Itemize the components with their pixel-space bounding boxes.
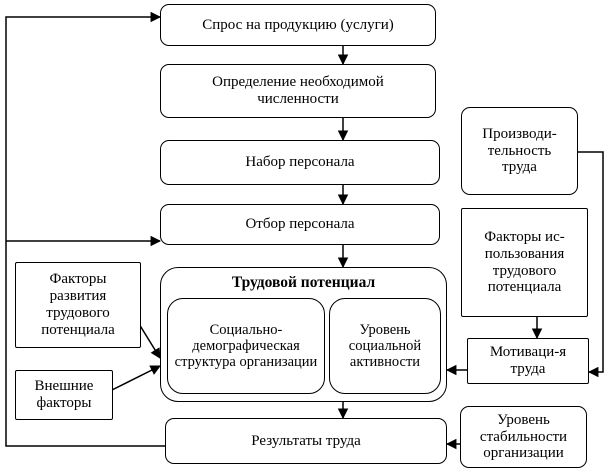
results-box: Результаты труда xyxy=(165,418,447,464)
development-factors-box: Факторы развития трудового потенциала xyxy=(15,262,141,348)
development-factors-label: Факторы развития трудового потенциала xyxy=(41,271,115,338)
selection-box: Отбор персонала xyxy=(160,204,440,245)
demand-label: Спрос на продукцию (услуги) xyxy=(202,16,394,33)
motivation-label: Мотиваци-я труда xyxy=(489,344,567,377)
selection-label: Отбор персонала xyxy=(245,216,355,233)
loop-productivity-to-motivation xyxy=(578,151,604,378)
headcount-box: Определение необходимой численности xyxy=(160,64,436,118)
social-activity-box: Уровень социальной активности xyxy=(329,298,441,394)
motivation-box: Мотиваци-я труда xyxy=(467,338,589,384)
external-factors-label: Внешние факторы xyxy=(34,378,94,411)
socio-demographic-box: Социально-демографическая структура орга… xyxy=(167,298,325,394)
stability-label: Уровень стабильности организации xyxy=(479,411,568,462)
loop-results-to-demand xyxy=(5,11,165,447)
recruiting-box: Набор персонала xyxy=(160,140,440,185)
productivity-label: Производи-тельность труда xyxy=(482,125,557,176)
results-label: Результаты труда xyxy=(251,432,361,449)
external-factors-box: Внешние факторы xyxy=(15,370,113,420)
usage-factors-label: Факторы ис-пользования трудового потенци… xyxy=(484,228,565,296)
demand-box: Спрос на продукцию (услуги) xyxy=(160,4,436,46)
recruiting-label: Набор персонала xyxy=(245,154,355,171)
headcount-label: Определение необходимой численности xyxy=(212,74,384,107)
social-activity-label: Уровень социальной активности xyxy=(348,321,422,371)
arrow-external-factors xyxy=(111,365,161,391)
socio-demographic-label: Социально-демографическая структура орга… xyxy=(174,321,318,371)
usage-factors-box: Факторы ис-пользования трудового потенци… xyxy=(461,208,588,317)
stability-box: Уровень стабильности организации xyxy=(460,406,587,468)
productivity-box: Производи-тельность труда xyxy=(461,107,578,195)
labor-potential-title: Трудовой потенциал xyxy=(231,274,376,291)
